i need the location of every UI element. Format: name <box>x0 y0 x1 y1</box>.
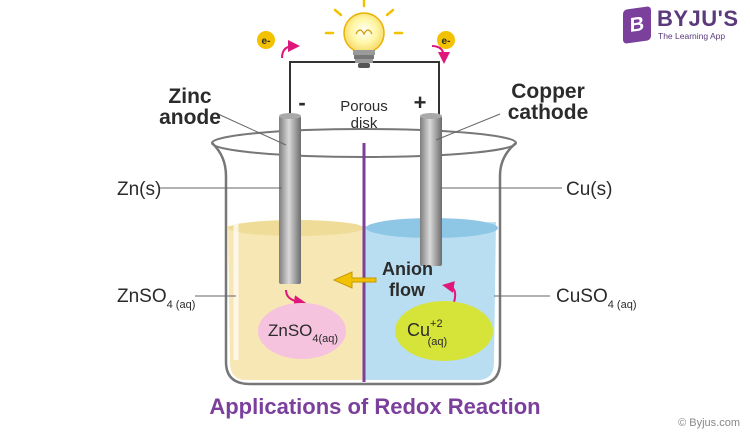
copper-cathode-label-2: cathode <box>508 101 589 124</box>
light-bulb-icon <box>324 0 404 68</box>
electron-flow-arrow-right <box>431 45 450 64</box>
cu-solid-label: Cu(s) <box>566 179 612 200</box>
negative-terminal: - <box>298 90 305 115</box>
zn-solid-label: Zn(s) <box>117 179 161 200</box>
copyright-notice: © Byjus.com <box>678 417 740 429</box>
anion-flow-label-1: Anion <box>382 259 433 279</box>
electron-left: e- <box>257 31 275 49</box>
positive-terminal: + <box>414 90 427 115</box>
svg-text:e-: e- <box>262 36 271 47</box>
zinc-electrode <box>279 113 301 284</box>
svg-text:e-: e- <box>442 36 451 47</box>
zinc-anode-label-1: Zinc <box>168 85 211 108</box>
znso4-bubble <box>258 303 346 359</box>
copper-electrode <box>420 113 442 266</box>
cu-ion-bubble-label: Cu+2(aq) <box>407 318 447 348</box>
cu-ion-bubble <box>395 301 493 361</box>
figure-caption: Applications of Redox Reaction <box>209 394 541 419</box>
brand-logo-mark: B <box>623 6 651 44</box>
cuso4-label: CuSO4 (aq) <box>556 286 637 311</box>
electron-flow-arrow-left <box>281 40 300 59</box>
zinc-anode-label-2: anode <box>159 106 221 129</box>
porous-disk-label-2: disk <box>351 115 378 132</box>
leader-lines <box>160 113 562 297</box>
anion-flow-label-2: flow <box>389 280 426 300</box>
anion-flow-arrow <box>332 271 377 289</box>
electron-right: e- <box>437 31 455 49</box>
zinc-ion-arrow <box>285 289 306 308</box>
porous-disk-label-1: Porous <box>340 98 388 115</box>
znso4-bubble-label: ZnSO4(aq) <box>268 321 338 345</box>
brand-tagline: The Learning App <box>658 31 726 41</box>
brand-name: BYJU'S <box>657 6 739 31</box>
copper-cathode-label-1: Copper <box>511 80 585 103</box>
brand-logo: B BYJU'S The Learning App <box>623 6 747 46</box>
znso4-label: ZnSO4 (aq) <box>117 286 195 311</box>
